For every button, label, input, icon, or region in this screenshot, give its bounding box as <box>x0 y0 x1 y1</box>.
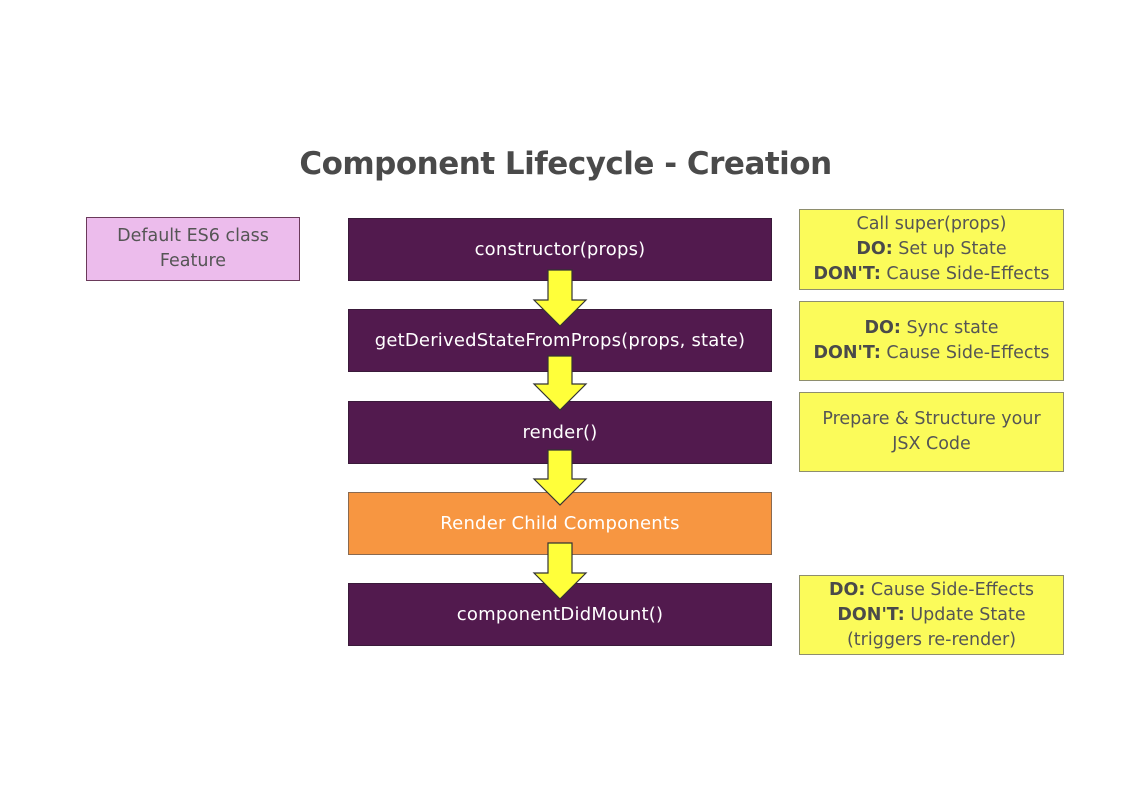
es6-class-note-line2: Feature <box>159 251 227 271</box>
note-did-mount-dont: DON'T: Update State <box>837 603 1025 628</box>
step-render-children: Render Child Components <box>348 492 772 555</box>
note-constructor-do: DO: Set up State <box>856 237 1006 262</box>
step-constructor-label: constructor(props) <box>474 239 646 260</box>
step-render: render() <box>348 401 772 464</box>
note-constructor-dont: DON'T: Cause Side-Effects <box>813 262 1049 287</box>
note-constructor-line1: Call super(props) <box>856 214 1007 234</box>
dont-text: Update State <box>904 604 1026 625</box>
do-label: DO: <box>864 318 901 338</box>
note-derived-do: DO: Sync state <box>864 316 998 341</box>
note-did-mount-do: DO: Cause Side-Effects <box>829 578 1034 603</box>
dont-text: Cause Side-Effects <box>880 264 1050 284</box>
step-render-label: render() <box>522 422 598 443</box>
do-label: DO: <box>856 239 893 259</box>
note-render: Prepare & Structure your JSX Code <box>799 392 1064 472</box>
do-text: Sync state <box>900 318 999 338</box>
dont-label: DON'T: <box>813 264 881 284</box>
step-component-did-mount-label: componentDidMount() <box>456 604 664 625</box>
note-render-line2: JSX Code <box>892 434 971 454</box>
step-component-did-mount: componentDidMount() <box>348 583 772 646</box>
step-get-derived-state: getDerivedStateFromProps(props, state) <box>348 309 772 372</box>
note-did-mount-line3: (triggers re-render) <box>846 629 1017 650</box>
step-get-derived-state-label: getDerivedStateFromProps(props, state) <box>374 330 746 351</box>
dont-label: DON'T: <box>837 604 905 625</box>
diagram-title: Component Lifecycle - Creation <box>299 146 832 182</box>
note-constructor: Call super(props) DO: Set up State DON'T… <box>799 209 1064 290</box>
note-render-line1: Prepare & Structure your <box>822 409 1041 429</box>
step-constructor: constructor(props) <box>348 218 772 281</box>
do-text: Set up State <box>892 239 1007 259</box>
note-get-derived-state: DO: Sync state DON'T: Cause Side-Effects <box>799 301 1064 381</box>
dont-label: DON'T: <box>813 343 881 363</box>
es6-class-note: Default ES6 class Feature <box>86 217 300 281</box>
step-render-children-label: Render Child Components <box>440 513 680 534</box>
note-component-did-mount: DO: Cause Side-Effects DON'T: Update Sta… <box>799 575 1064 655</box>
do-label: DO: <box>828 579 866 600</box>
do-text: Cause Side-Effects <box>865 579 1035 600</box>
note-derived-dont: DON'T: Cause Side-Effects <box>813 341 1049 366</box>
dont-text: Cause Side-Effects <box>880 343 1050 363</box>
es6-class-note-line1: Default ES6 class <box>117 226 269 246</box>
